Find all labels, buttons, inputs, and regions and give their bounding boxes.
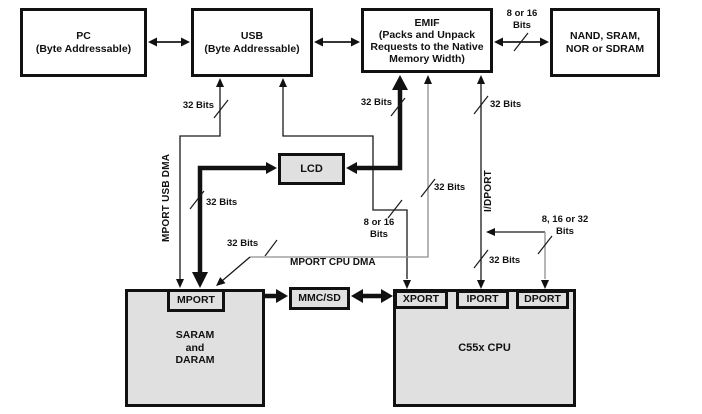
block-external-memory: NAND, SRAM, NOR or SDRAM [550, 8, 660, 77]
label-mport-cpu-dma: MPORT CPU DMA [290, 257, 376, 268]
iport-label: IPORT [466, 293, 499, 305]
label-width-mport-lcd: 32 Bits [206, 197, 238, 208]
memory-line2: NOR or SDRAM [565, 42, 645, 55]
block-lcd: LCD [278, 153, 345, 185]
dport-label: DPORT [524, 293, 561, 305]
width-bits-mid: Bits [370, 228, 388, 240]
bus-pc-usb [148, 37, 190, 47]
width-8or16-top: 8 or 16 [506, 8, 538, 19]
memory-line1: NAND, SRAM, [570, 30, 640, 42]
mmcsd-label: MMC/SD [298, 292, 341, 304]
bus-usb-emif [314, 37, 360, 47]
bus-emif-memory [494, 32, 549, 52]
bus-usb-xport [279, 78, 411, 289]
bus-dport-idport [486, 228, 553, 289]
usb-title: USB [240, 30, 264, 42]
width-8-16-32: 8, 16 or 32 [541, 214, 589, 225]
bus-lcd-emif [346, 75, 408, 174]
width-8or16-mid: 8 or 16 [363, 217, 395, 228]
bus-mport-lcd [189, 162, 277, 288]
lcd-label: LCD [300, 162, 323, 175]
emif-sub2: Requests to the Native [370, 40, 484, 53]
width-bits-dport: Bits [556, 225, 574, 237]
emif-sub1: (Packs and Unpack [378, 28, 476, 41]
emif-sub3: Memory Width) [389, 52, 465, 65]
saram-line3: DARAM [175, 354, 215, 367]
label-width-emif-memory: 8 or 16 Bits [491, 8, 553, 31]
port-mport: MPORT [167, 289, 225, 312]
pc-subtitle: (Byte Addressable) [35, 42, 132, 55]
pc-title: PC [76, 30, 91, 42]
usb-subtitle: (Byte Addressable) [204, 42, 300, 55]
mport-label: MPORT [177, 294, 215, 306]
label-mport-usb-dma: MPORT USB DMA [161, 153, 172, 243]
label-width-dport: 8, 16 or 32 Bits [523, 214, 607, 237]
emif-title: EMIF [414, 16, 440, 29]
bus-mmcsd-xport [351, 289, 393, 303]
port-dport: DPORT [516, 290, 569, 309]
saram-line1: SARAM [175, 329, 215, 342]
saram-line2: and [185, 341, 205, 354]
label-width-lcd-emif: 32 Bits [360, 97, 392, 108]
label-width-cpu-dma-upper: 32 Bits [434, 182, 466, 193]
port-xport: XPORT [394, 290, 448, 309]
label-width-usb-xport: 8 or 16 Bits [348, 217, 410, 240]
width-bits-top: Bits [513, 19, 531, 31]
block-pc: PC (Byte Addressable) [20, 8, 147, 77]
block-emif: EMIF (Packs and Unpack Requests to the N… [361, 8, 493, 73]
block-mmcsd: MMC/SD [289, 287, 350, 310]
bus-idport [473, 75, 489, 289]
label-idport: I/DPORT [483, 170, 494, 212]
label-width-cpu-dma-lower: 32 Bits [227, 238, 259, 249]
label-width-idport-lower: 32 Bits [489, 255, 521, 266]
xport-label: XPORT [402, 293, 440, 305]
block-usb: USB (Byte Addressable) [191, 8, 313, 77]
port-iport: IPORT [456, 290, 509, 309]
label-width-usb-dma: 32 Bits [182, 100, 214, 111]
label-width-idport-upper: 32 Bits [490, 99, 522, 110]
cpu-label: C55x CPU [458, 341, 511, 354]
bus-usb-mport-dma [176, 78, 229, 288]
bus-mport-cpu-dma [216, 75, 436, 286]
